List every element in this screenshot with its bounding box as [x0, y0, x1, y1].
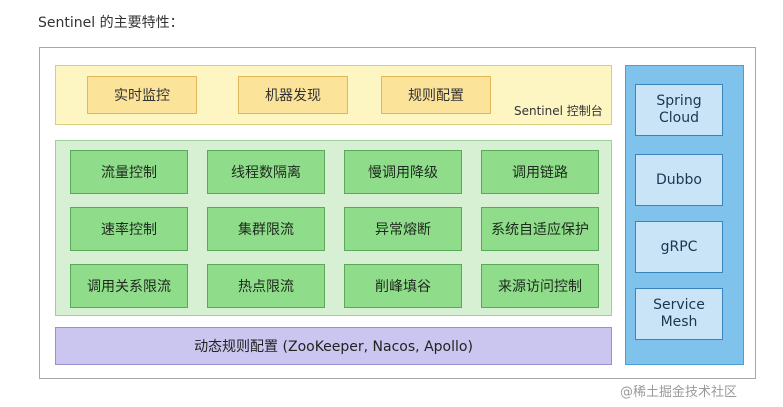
- feature-box: 线程数隔离: [207, 150, 325, 194]
- feature-box: 热点限流: [207, 264, 325, 308]
- dynamic-rules-bar: 动态规则配置 (ZooKeeper, Nacos, Apollo): [55, 327, 612, 365]
- feature-box: 速率控制: [70, 207, 188, 251]
- console-item-rules: 规则配置: [381, 76, 491, 114]
- feature-box: 调用关系限流: [70, 264, 188, 308]
- feature-box: 集群限流: [207, 207, 325, 251]
- feature-box: 削峰填谷: [344, 264, 462, 308]
- feature-box: 系统自适应保护: [481, 207, 599, 251]
- feature-box: 调用链路: [481, 150, 599, 194]
- feature-box: 来源访问控制: [481, 264, 599, 308]
- console-item-discovery: 机器发现: [238, 76, 348, 114]
- feature-box: 流量控制: [70, 150, 188, 194]
- feature-box: 慢调用降级: [344, 150, 462, 194]
- page-heading: Sentinel 的主要特性：: [38, 15, 184, 31]
- console-item-monitoring: 实时监控: [87, 76, 197, 114]
- watermark: @稀土掘金技术社区: [620, 385, 738, 400]
- console-label: Sentinel 控制台: [514, 104, 603, 118]
- ecosystem-item-spring-cloud: Spring Cloud: [635, 84, 723, 136]
- feature-box: 异常熔断: [344, 207, 462, 251]
- ecosystem-item-grpc: gRPC: [635, 221, 723, 273]
- ecosystem-item-service-mesh: Service Mesh: [635, 288, 723, 340]
- ecosystem-item-dubbo: Dubbo: [635, 154, 723, 206]
